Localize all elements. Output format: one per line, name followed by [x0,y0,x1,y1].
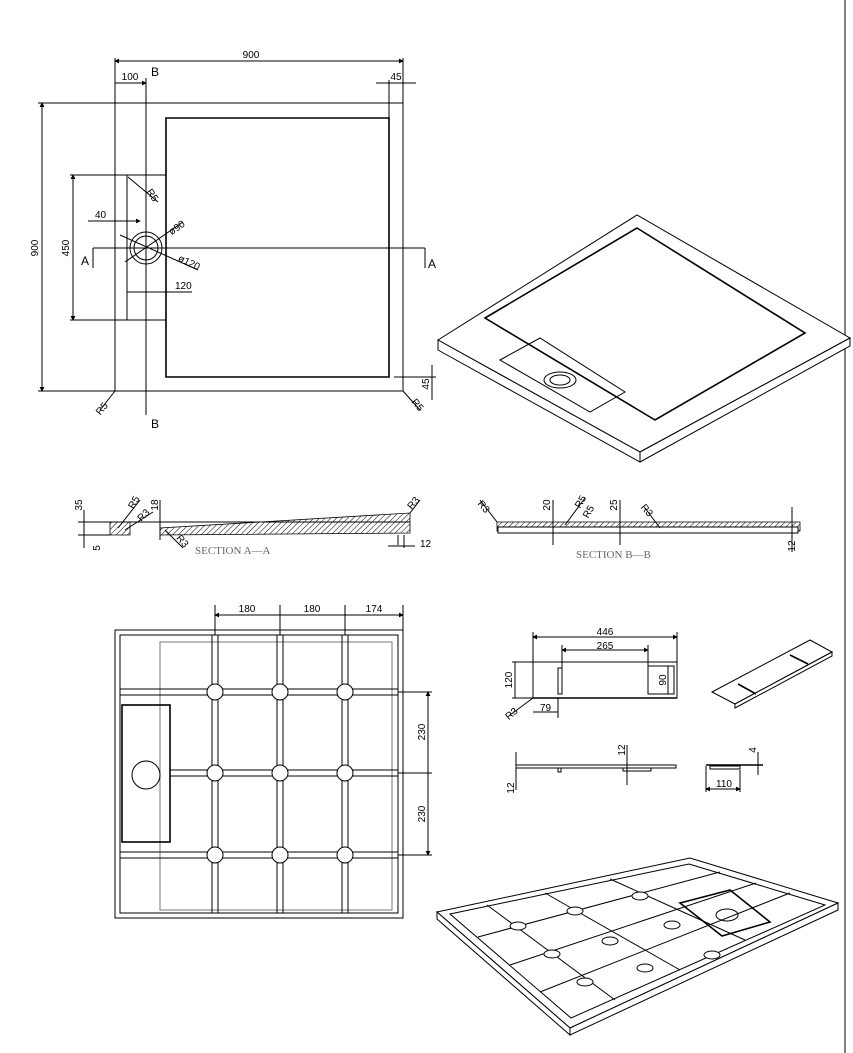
dim-slot: 90 [658,674,669,686]
section-b-top-label: B [151,65,159,79]
dim-offset-left: 100 [122,72,139,83]
dim-cover-length: 446 [597,627,614,638]
radius-r3-b: R3 [638,502,655,519]
section-a-left-label: A [81,254,89,268]
section-b-b-title: SECTION B—B [576,549,651,561]
isometric-view-bottom [435,857,840,1037]
dim-25: 25 [609,499,620,511]
dim-row2: 230 [417,805,428,822]
dim-outer-diameter: ø120 [176,253,202,273]
section-b-b: 20 25 R3 R5 R5 R3 12 SECTION B—B [475,493,801,561]
dim-thick-left: 12 [506,782,517,794]
radius-r3-c: R3 [406,495,423,512]
dim-drain-length: 450 [61,239,72,256]
dim-inner-diameter: ø90 [167,219,188,238]
dim-depth-18: 18 [150,499,161,511]
section-a-a: 35 5 18 R5 R3 R3 R3 12 SECTION A—A [74,494,432,557]
radius-r3-b: R3 [174,533,191,550]
radius-r5: R5 [127,494,143,511]
section-a-a-title: SECTION A—A [195,545,271,557]
isometric-view-top [437,214,852,463]
dim-thick-mid: 12 [617,744,628,756]
dim-rim-right: 45 [390,72,402,83]
drain-housing-iso [678,889,772,937]
dim-base-5: 5 [92,545,103,551]
dim-20: 20 [542,499,553,511]
radius-r3-a: R3 [475,499,492,516]
dim-edge-12-b: 12 [787,540,798,552]
dim-height: 900 [30,239,41,256]
dim-col2: 180 [304,604,321,615]
section-a-right-label: A [428,257,436,271]
dim-col1: 180 [239,604,256,615]
drain-hole [131,760,161,790]
drain-hole-iso [715,908,739,922]
dim-drain-width: 120 [175,281,192,292]
dim-drain-offset: 40 [95,210,107,221]
rib-nodes [206,683,354,864]
radius-cover: R3 [504,706,521,723]
dim-row1: 230 [417,723,428,740]
dim-cover-inner: 265 [597,641,614,652]
tray-outline [114,102,404,392]
drain-channel-iso [498,337,626,413]
dim-width: 900 [243,50,260,61]
dim-height-35: 35 [74,499,85,511]
radius-corner-left: R5 [94,400,111,417]
dim-col3: 174 [366,604,383,615]
dim-cover-offset: 79 [540,703,552,714]
dim-rim-bottom: 45 [421,378,432,390]
top-view: 900 100 B B 45 900 450 40 A A ø90 ø120 1… [30,50,436,431]
dim-rib: 4 [748,747,759,753]
section-b-bottom-label: B [151,417,159,431]
dim-rib-width: 110 [716,779,732,790]
drain-housing [121,704,171,843]
bottom-view: 180 180 174 230 230 [114,604,432,919]
drain-iso [543,371,577,389]
dim-cover-width: 120 [504,671,515,688]
drain-cover-drawing: 446 265 120 90 R3 79 12 12 4 110 [504,627,834,794]
dim-edge-12: 12 [420,539,432,550]
